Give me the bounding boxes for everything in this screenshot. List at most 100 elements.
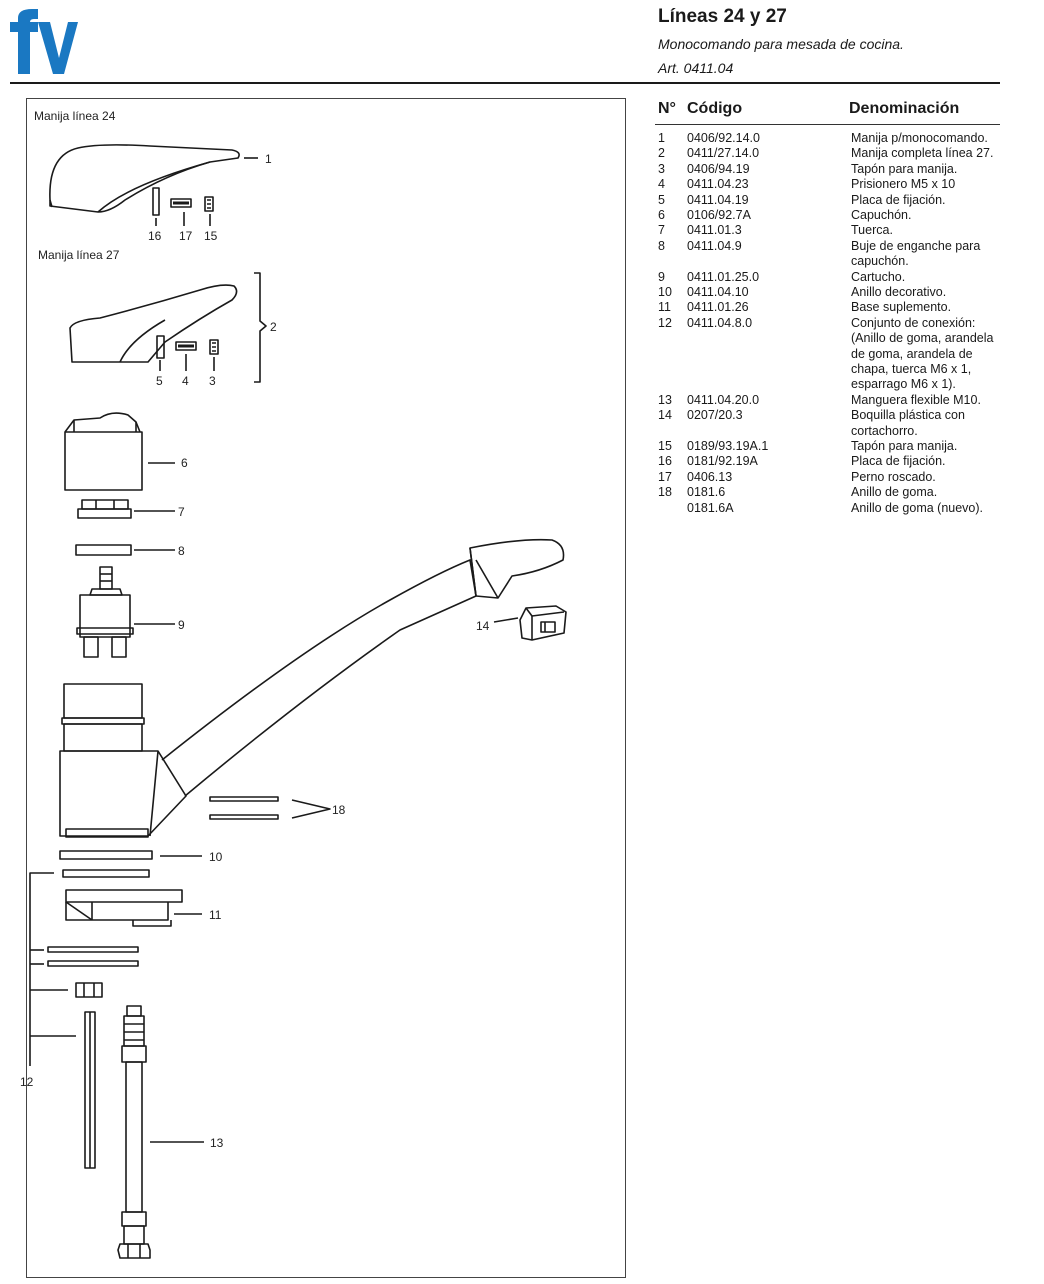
row-code: 0181.6A [687, 500, 734, 515]
header-divider [10, 82, 1000, 84]
part-15 [204, 196, 214, 212]
row-code: 0411.04.23 [687, 177, 749, 192]
row-code: 0411/27.14.0 [687, 146, 760, 161]
part-11-base [65, 889, 183, 927]
row-number: 8 [658, 238, 665, 253]
row-code: 0411.04.10 [687, 285, 749, 299]
row-code: 0207/20.3 [687, 408, 743, 423]
handle-27 [69, 284, 238, 363]
header-code: Código [687, 100, 743, 117]
row-number: 9 [658, 269, 665, 284]
row-code: 0406/94.19 [687, 161, 750, 176]
label-manija-27: Manija línea 27 [38, 248, 120, 262]
callout-10: 10 [209, 850, 223, 864]
callout-12: 12 [20, 1075, 34, 1089]
row-number: 18 [658, 485, 672, 500]
row-description: Anillo decorativo. [851, 285, 947, 299]
callout-3: 3 [209, 374, 216, 388]
row-code: 0411.04.20.0 [687, 392, 760, 407]
callout-9: 9 [178, 618, 185, 632]
row-number: 5 [658, 192, 665, 207]
row-number: 7 [658, 223, 665, 238]
handle-24 [49, 144, 240, 213]
part-7-nut [77, 499, 132, 519]
row-number: 14 [658, 408, 672, 423]
callout-7: 7 [178, 505, 185, 519]
row-description: Perno roscado. [851, 469, 936, 484]
part-13-hose [117, 1005, 151, 1259]
row-code: 0411.04.19 [687, 192, 749, 207]
callout-11: 11 [209, 908, 222, 922]
part-12-washer-1 [47, 946, 139, 953]
row-description: Conjunto de conexión: (Anillo de goma, a… [851, 315, 994, 392]
row-number: 4 [658, 177, 665, 192]
part-18-rings [209, 796, 279, 820]
row-code: 0411.04.9 [687, 238, 742, 253]
row-number: 1 [658, 131, 665, 145]
part-12-washer-2 [47, 960, 139, 967]
row-code: 0406.13 [687, 469, 733, 484]
callout-1: 1 [265, 152, 272, 166]
row-code: 0411.01.3 [687, 223, 742, 238]
row-code: 0411.01.26 [687, 300, 749, 315]
brand-logo [10, 9, 78, 74]
row-number: 6 [658, 208, 665, 222]
row-description: Capuchón. [851, 208, 912, 222]
part-12-gasket [62, 869, 150, 878]
part-6-cap [64, 412, 143, 491]
callout-4: 4 [182, 374, 189, 388]
row-code: 0106/92.7A [687, 208, 751, 222]
row-number: 3 [658, 161, 665, 176]
diagram-frame [26, 98, 626, 1278]
row-code: 0411.01.25.0 [687, 269, 760, 284]
part-5 [156, 335, 165, 359]
row-description: Manguera flexible M10. [851, 392, 981, 407]
callout-5: 5 [156, 374, 163, 388]
callout-2: 2 [270, 320, 277, 334]
row-number: 12 [658, 315, 672, 330]
row-number: 16 [658, 454, 672, 469]
row-number: 17 [658, 469, 672, 484]
row-description: Base suplemento. [851, 300, 952, 315]
row-description: Tuerca. [851, 223, 893, 238]
part-16 [152, 187, 160, 216]
part-12-nut [75, 982, 103, 998]
row-code: 0181.6 [687, 485, 726, 500]
part-14-aerator [519, 605, 567, 641]
row-number: 11 [658, 300, 671, 315]
callout-16: 16 [148, 229, 162, 243]
row-code: 0406/92.14.0 [687, 131, 760, 145]
row-number: 13 [658, 392, 672, 407]
row-number: 10 [658, 285, 672, 299]
row-description: Boquilla plástica con cortachorro. [851, 408, 965, 438]
row-code: 0189/93.19A.1 [687, 439, 769, 453]
page-subtitle: Monocomando para mesada de cocina. [658, 36, 904, 52]
row-description: Prisionero M5 x 10 [851, 177, 956, 192]
row-description: Cartucho. [851, 269, 906, 284]
row-description: Manija completa línea 27. [851, 146, 994, 161]
row-code: 0181/92.19A [687, 454, 758, 469]
part-8-bushing [75, 544, 132, 556]
row-number: 2 [658, 146, 665, 161]
callout-13: 13 [210, 1136, 224, 1150]
callout-14: 14 [476, 619, 490, 633]
row-description: Anillo de goma (nuevo). [851, 500, 984, 515]
row-description: Anillo de goma. [851, 485, 938, 500]
row-description: Buje de enganche para capuchón. [851, 238, 981, 269]
part-10-ring [59, 850, 153, 860]
bracket-12 [29, 872, 54, 1066]
callout-18: 18 [332, 803, 346, 817]
table-header-divider [655, 124, 1000, 125]
header-name: Denominación [849, 100, 960, 117]
row-description: Placa de fijación. [851, 192, 946, 207]
row-number: 15 [658, 439, 672, 453]
row-description: Manija p/monocomando. [851, 131, 988, 145]
header-number: N° [658, 100, 676, 117]
article-number: Art. 0411.04 [658, 60, 734, 76]
part-3 [209, 339, 219, 355]
faucet-spout [161, 538, 565, 797]
row-code: 0411.04.8.0 [687, 315, 753, 330]
row-description: Placa de fijación. [851, 454, 946, 469]
callout-17: 17 [179, 229, 193, 243]
